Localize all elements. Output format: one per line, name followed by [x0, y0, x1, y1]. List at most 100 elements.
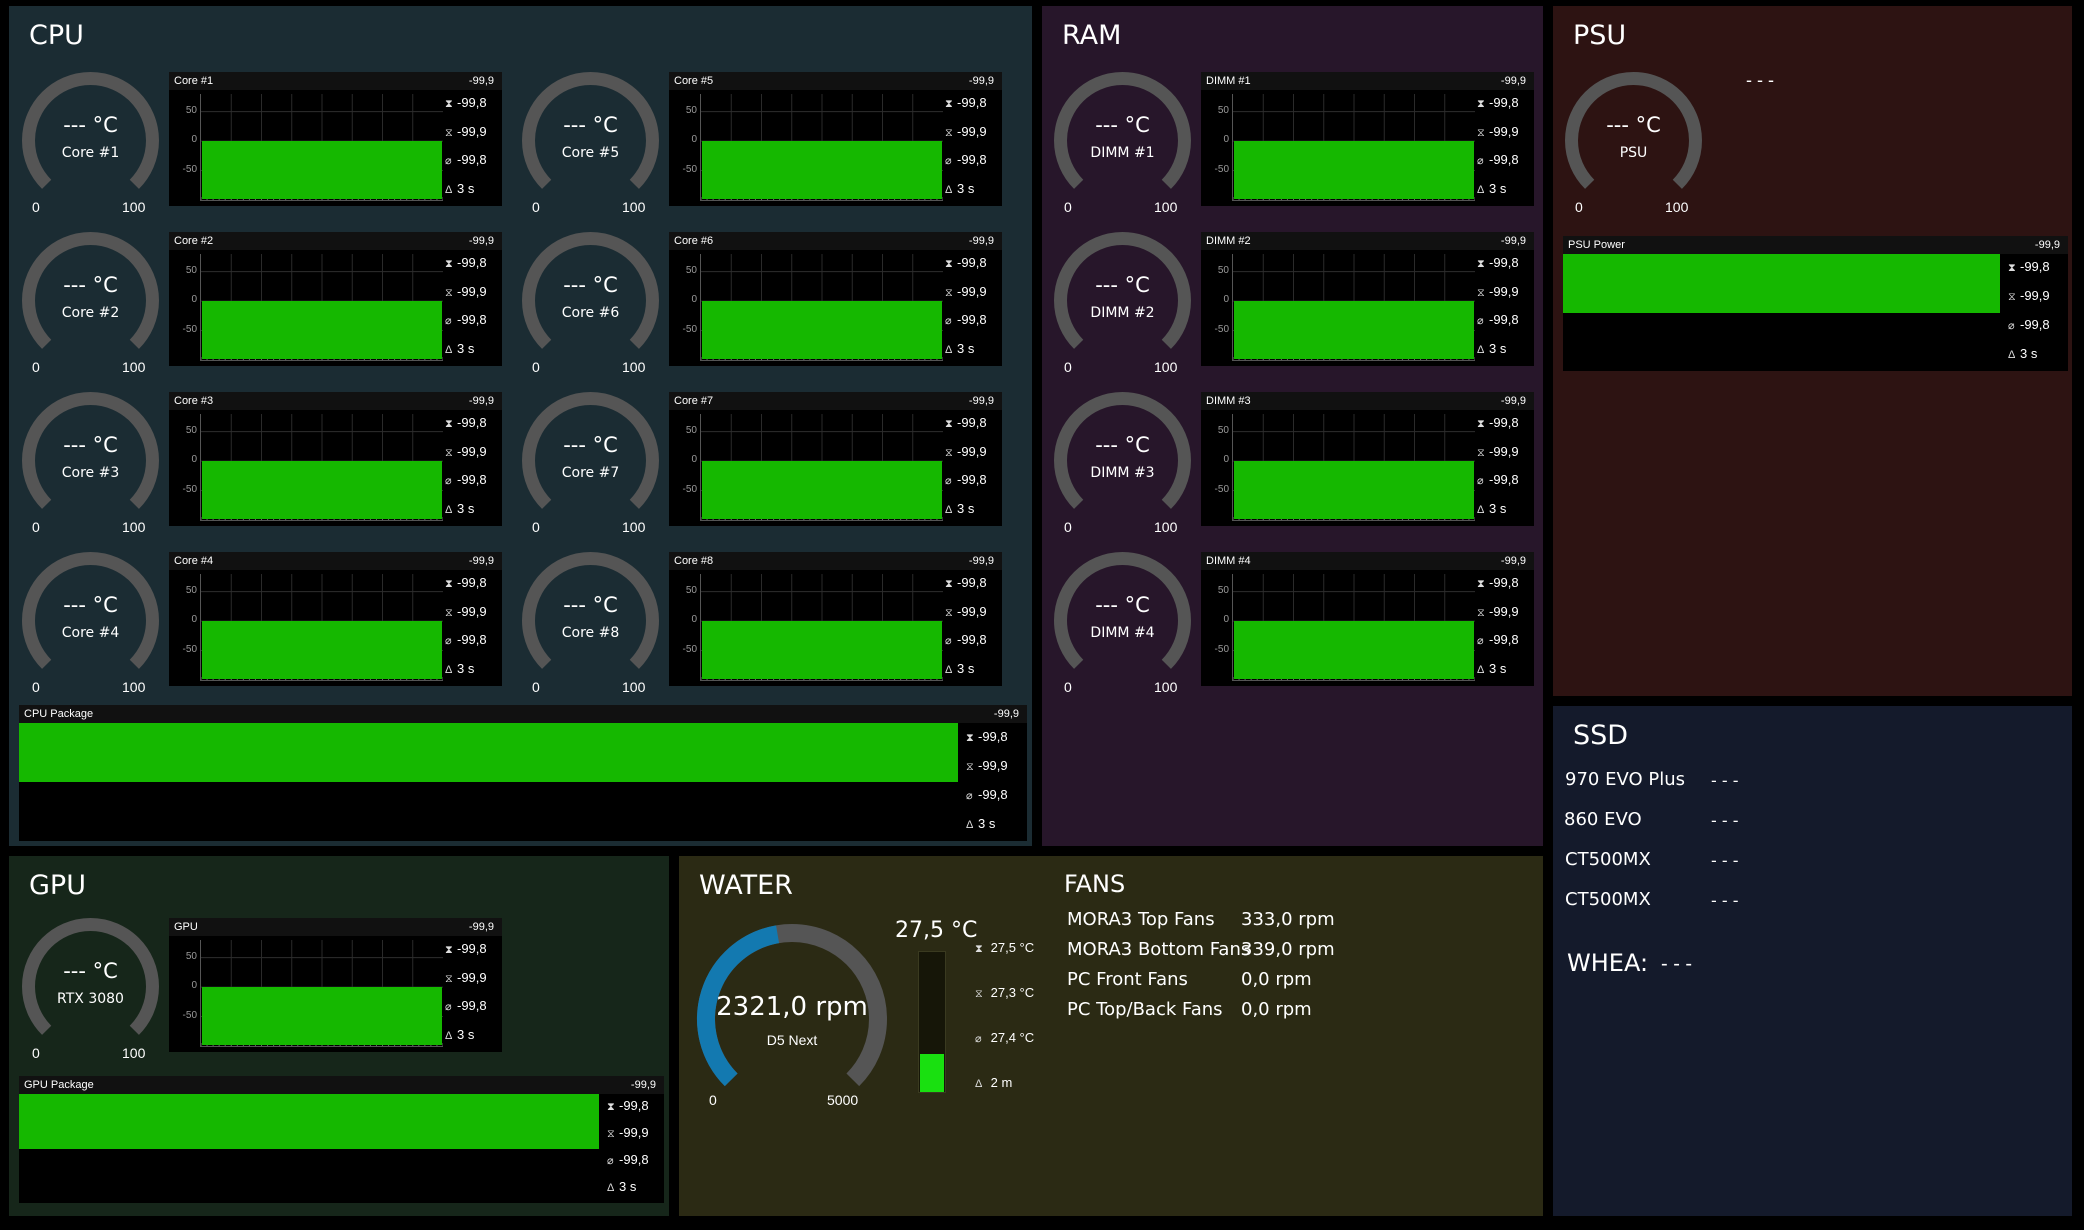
gauge-max-label: 100: [622, 199, 646, 215]
dimm-3-gauge-name: DIMM #3: [1090, 465, 1155, 481]
core-7-gauge-name: Core #7: [561, 465, 620, 481]
core-4-stat-min-value: -99,9: [457, 603, 487, 619]
core-3-chart-title: Core #3: [174, 395, 214, 407]
core-1-chart-bar: [202, 141, 442, 199]
gpu-package-stat-interval-value: 3 s: [619, 1178, 637, 1194]
cpu-package-chart-current: -99,9: [993, 708, 1019, 720]
cpu-title: CPU: [29, 20, 84, 51]
max-arrow-icon: ⧗: [945, 98, 953, 111]
core-7-stat-avg-value: -99,8: [957, 472, 987, 488]
core-8-chart-ytick: -50: [682, 643, 697, 655]
core-1-chart-header: Core #1-99,9: [169, 72, 502, 90]
gpu-chart-bar: [202, 987, 442, 1045]
core-4-chart-ytick: -50: [182, 643, 197, 655]
core-6-chart-current: -99,9: [968, 235, 994, 247]
delta-time-icon: Δ: [975, 1078, 983, 1090]
core-8-gauge-temp: --- °C: [563, 593, 618, 617]
pump-min-label: 0: [709, 1092, 717, 1108]
whea-value: - - -: [1661, 953, 1693, 975]
dimm-3-chart-current: -99,9: [1500, 395, 1526, 407]
core-6-stat-avg: ⌀-99,8: [945, 312, 987, 327]
average-icon: ⌀: [1477, 315, 1484, 328]
dimm-4-stat-interval-value: 3 s: [1489, 660, 1507, 676]
max-arrow-icon: ⧗: [445, 98, 453, 111]
max-arrow-icon: ⧗: [975, 943, 983, 955]
dimm-3-stat-max: ⧗-99,8: [1477, 415, 1519, 431]
delta-time-icon: Δ: [945, 663, 953, 676]
psu-power-chart-header: PSU Power-99,9: [1563, 236, 2068, 254]
gauge-max-label: 100: [1154, 359, 1178, 375]
core-5-chart-ytick: -50: [682, 163, 697, 175]
dimm-3-stat-avg: ⌀-99,8: [1477, 472, 1519, 487]
core-2-chart-ytick: -50: [182, 323, 197, 335]
average-icon: ⌀: [1477, 475, 1484, 488]
min-arrow-icon: ⧖: [445, 286, 453, 299]
dimm-1-chart-bar: [1234, 141, 1474, 199]
dimm-2-chart-ytick: -50: [1214, 323, 1229, 335]
core-6-gauge-track: [522, 232, 659, 349]
core-7-stat-max: ⧗-99,8: [945, 415, 987, 431]
fans-title: FANS: [1064, 870, 1126, 898]
average-icon: ⌀: [1477, 155, 1484, 168]
min-arrow-icon: ⧖: [1477, 446, 1485, 459]
gpu-stat-max: ⧗-99,8: [445, 941, 487, 957]
average-icon: ⌀: [945, 315, 952, 328]
core-2-stat-max: ⧗-99,8: [445, 255, 487, 271]
pump-gauge-fill: [697, 925, 780, 1087]
gauge-min-label: 0: [532, 359, 540, 375]
core-8-gauge-track: [522, 552, 659, 669]
core-6-stat-max: ⧗-99,8: [945, 255, 987, 271]
core-6-gauge-name: Core #6: [561, 305, 620, 321]
gauge-max-label: 100: [622, 679, 646, 695]
core-7-stat-min-value: -99,9: [957, 443, 987, 459]
core-7-gauge-track: [522, 392, 659, 509]
dimm-3-chart-bar: [1234, 461, 1474, 519]
core-8-chart-current: -99,9: [968, 555, 994, 567]
gauge-min-label: 0: [532, 679, 540, 695]
dimm-2-stat-avg-value: -99,8: [1489, 312, 1519, 328]
dimm-2-gauge-name: DIMM #2: [1090, 305, 1155, 321]
ssd-name-1: 970 EVO Plus: [1565, 769, 1685, 790]
delta-time-icon: Δ: [1477, 503, 1485, 516]
ssd-name-2: 860 EVO: [1564, 809, 1642, 830]
dimm-4-stat-min: ⧖-99,9: [1477, 604, 1519, 620]
gpu-package-stat-avg: ⌀-99,8: [607, 1152, 649, 1167]
dimm-1-stat-max: ⧗-99,8: [1477, 95, 1519, 111]
dimm-1-stat-avg: ⌀-99,8: [1477, 152, 1519, 167]
fan-value-4: 0,0 rpm: [1241, 999, 1312, 1020]
core-7-stat-max-value: -99,8: [957, 415, 987, 431]
core-2-chart-title: Core #2: [174, 235, 214, 247]
core-4-stat-max-value: -99,8: [457, 575, 487, 591]
min-arrow-icon: ⧖: [1477, 286, 1485, 299]
core-3-gauge-temp: --- °C: [63, 433, 118, 457]
dimm-2-chart-ytick: 0: [1223, 294, 1229, 306]
gpu-stat-interval-value: 3 s: [457, 1026, 475, 1042]
core-5-stat-min: ⧖-99,9: [945, 124, 987, 140]
ssd-title: SSD: [1573, 720, 1629, 751]
psu-power-chart-current: -99,9: [2034, 239, 2060, 251]
gauge-max-label: 100: [1154, 519, 1178, 535]
core-8-gauge-name: Core #8: [561, 625, 620, 641]
max-arrow-icon: ⧗: [445, 258, 453, 271]
delta-time-icon: Δ: [966, 818, 974, 831]
core-7-stat-min: ⧖ -99,9: [945, 444, 987, 460]
min-arrow-icon: ⧖: [945, 446, 953, 459]
gpu-package-chart-current: -99,9: [630, 1079, 656, 1091]
cpu-package-stat-max: ⧗-99,8: [966, 729, 1008, 745]
max-arrow-icon: ⧗: [945, 258, 953, 271]
